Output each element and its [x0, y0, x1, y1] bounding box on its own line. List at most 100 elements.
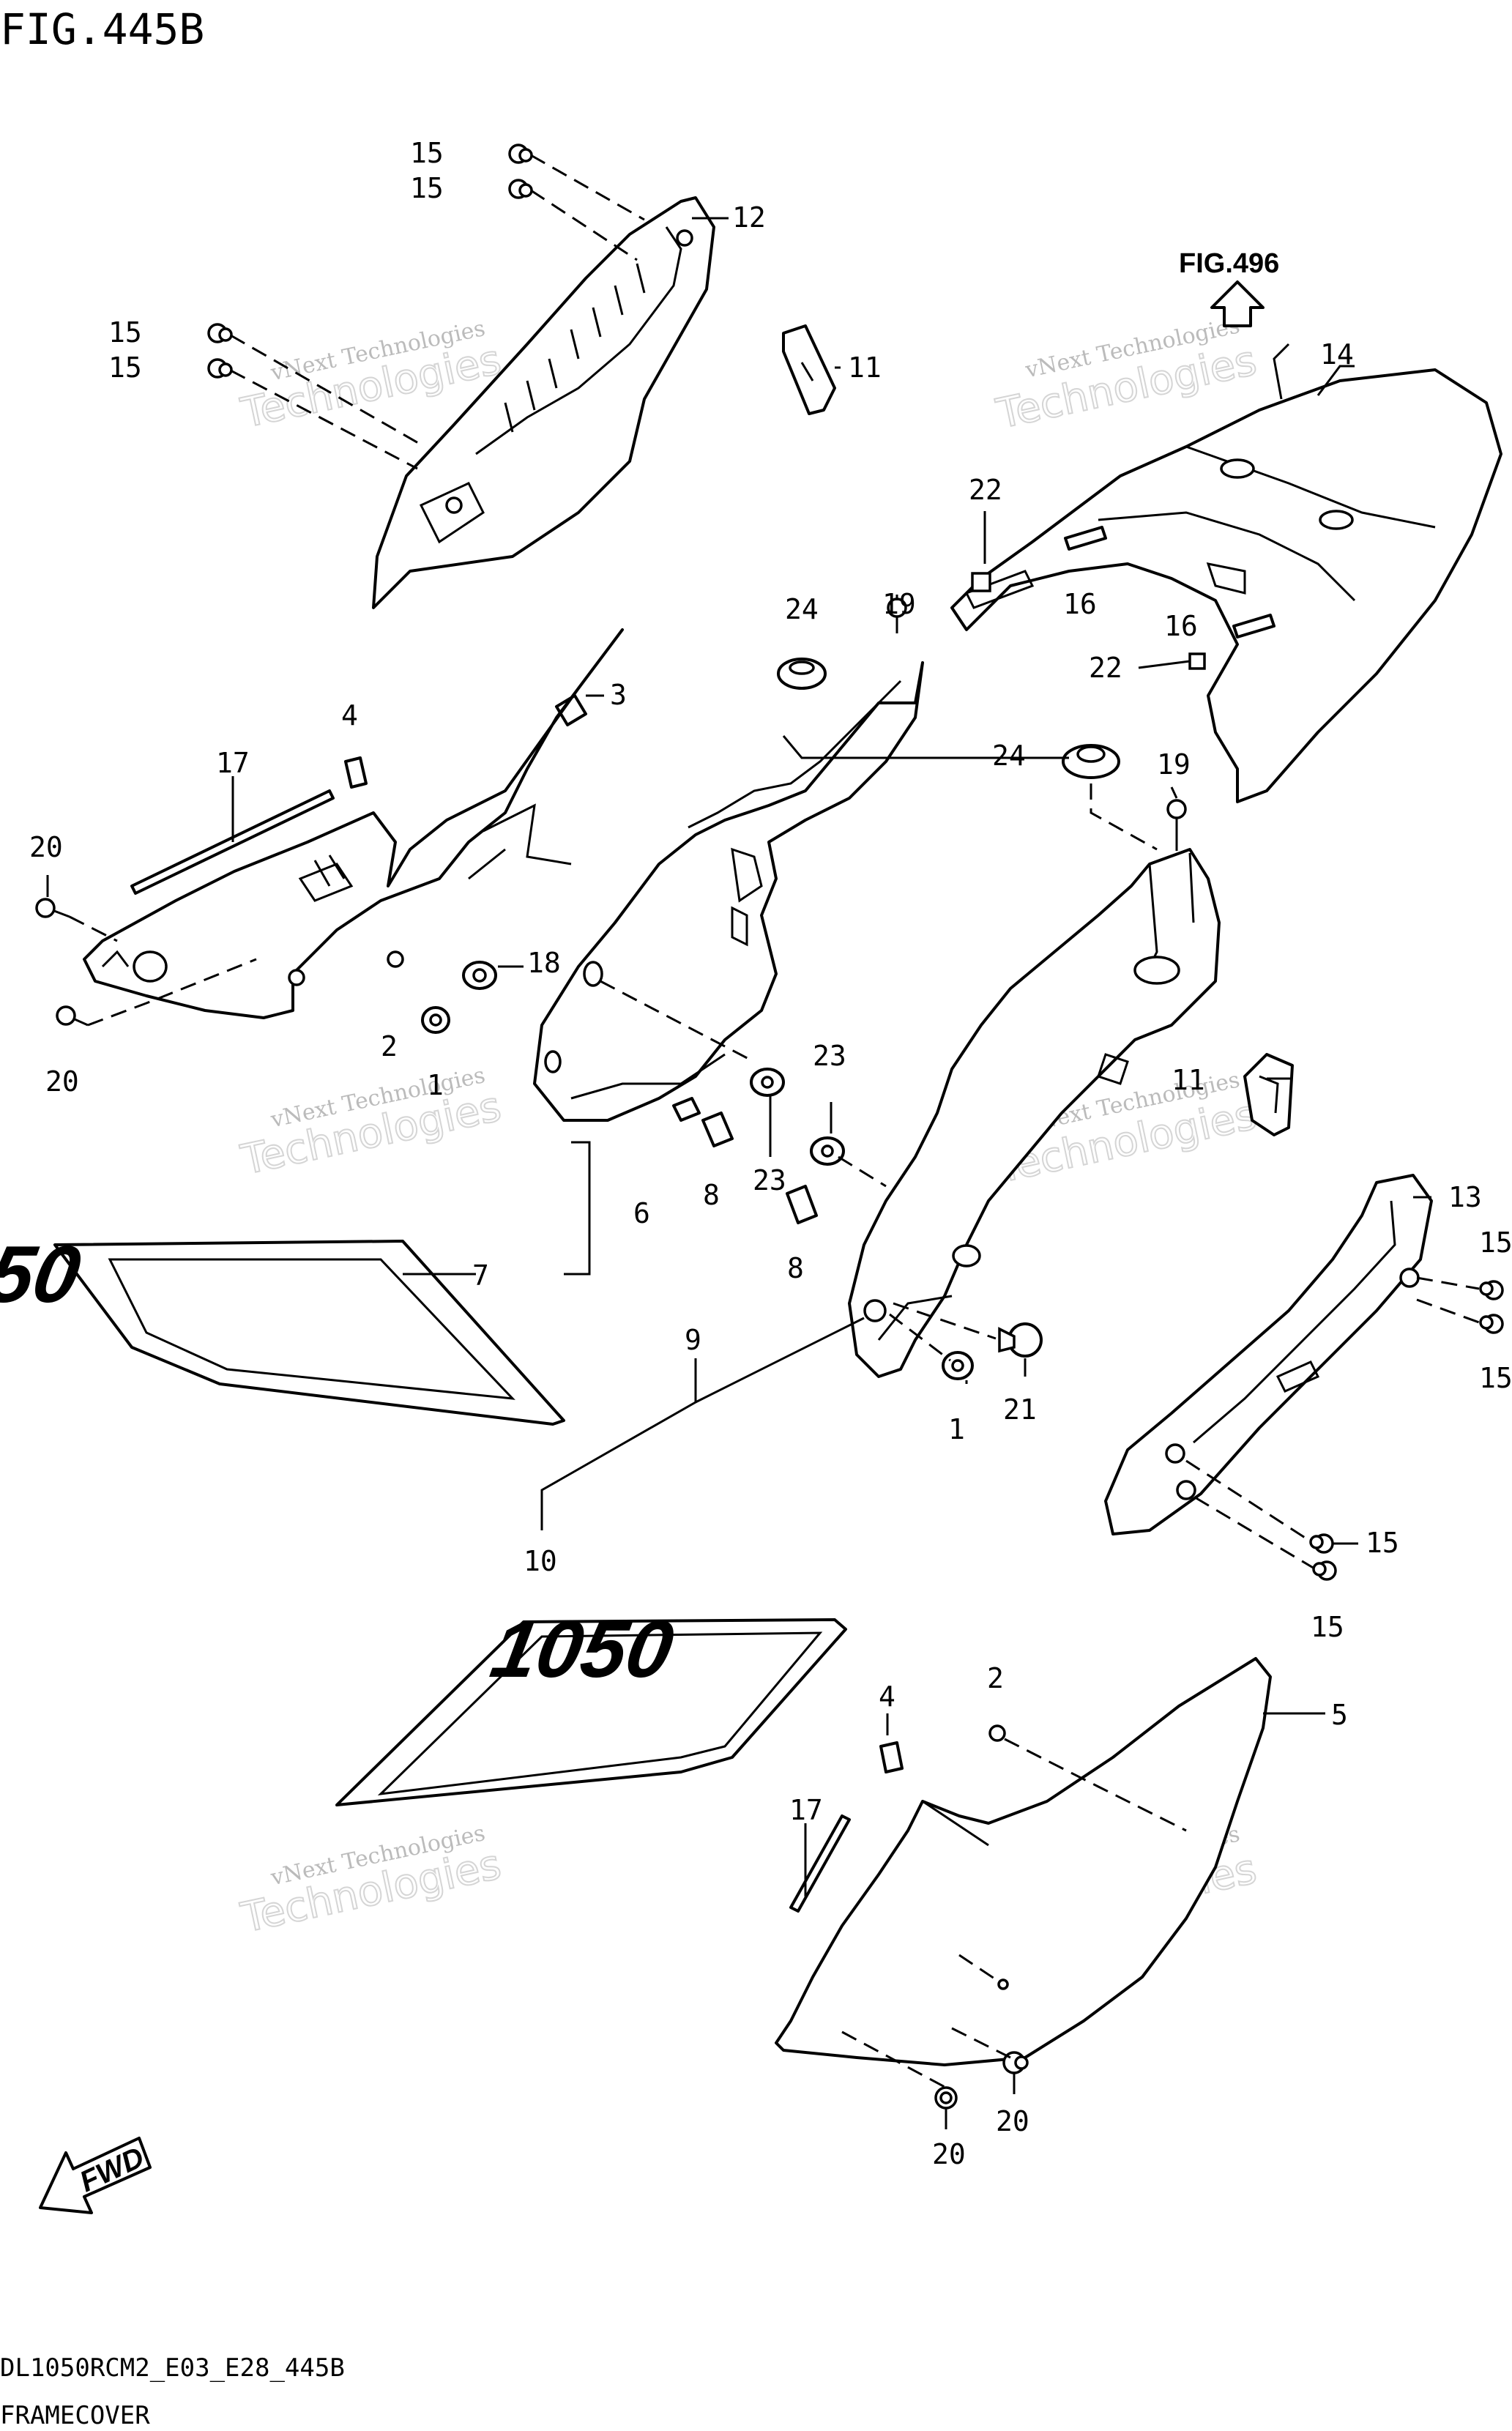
bolt-15-h — [1312, 1560, 1337, 1581]
part-8-spacer-a — [701, 1112, 734, 1147]
bolt-15-e — [1479, 1280, 1504, 1300]
callouts: 15 15 12 15 15 11 14 22 16 16 22 19 24 3… — [29, 137, 1512, 2170]
decal-10-logo: 1050 — [485, 1605, 679, 1694]
callout-3: 3 — [610, 679, 627, 711]
callout-23-a: 23 — [813, 1040, 846, 1072]
callout-12: 12 — [732, 201, 766, 234]
callout-20-a: 20 — [29, 831, 63, 863]
part-23-washer-b — [810, 1136, 845, 1166]
figure-title: FIG.445B — [0, 4, 204, 54]
callout-10: 10 — [524, 1545, 557, 1577]
callout-22-a: 22 — [969, 474, 1002, 506]
callout-23-b: 23 — [753, 1164, 786, 1196]
callout-15-g: 15 — [1366, 1527, 1399, 1559]
decal-7-logo: 1050 — [0, 1230, 87, 1319]
leader-lines — [46, 217, 1431, 2129]
callout-5: 5 — [1331, 1699, 1348, 1731]
part-2-screw-a — [387, 950, 404, 968]
callout-15-a: 15 — [410, 137, 444, 169]
fwd-arrow-icon: FWD — [39, 2137, 152, 2214]
part-11-pad-right — [1243, 1053, 1294, 1136]
callout-16-a: 16 — [1063, 588, 1097, 620]
part-4-clip-b — [879, 1741, 904, 1773]
callout-15-e: 15 — [1479, 1226, 1512, 1259]
callout-13: 13 — [1448, 1181, 1482, 1213]
figure-caption: FRAMECOVER — [0, 2401, 150, 2430]
callout-2-a: 2 — [381, 1030, 398, 1062]
part-16-strip-b — [1232, 614, 1275, 639]
callout-20-d: 20 — [932, 2138, 966, 2170]
bolt-15-b — [508, 179, 533, 199]
bolt-15-f — [1479, 1314, 1504, 1334]
part-4-clip-a — [344, 756, 368, 789]
bolt-15-a — [508, 144, 533, 164]
callout-7: 7 — [472, 1259, 489, 1292]
part-21-rivet — [998, 1322, 1043, 1358]
callout-21: 21 — [1003, 1393, 1037, 1426]
leader-part-14-sub — [1273, 343, 1290, 400]
callout-1-a: 1 — [427, 1069, 444, 1101]
watermark-mid-left: vNext Technologies Technologies — [237, 1062, 506, 1185]
callout-14: 14 — [1320, 338, 1354, 371]
callout-19-b: 19 — [1157, 748, 1191, 781]
bolt-15-c — [207, 323, 233, 343]
callout-1-b: 1 — [948, 1413, 965, 1445]
callout-20-b: 20 — [45, 1065, 79, 1098]
bolt-15-d — [207, 358, 233, 379]
clip-22-a — [971, 572, 991, 592]
part-16-strip-a — [1064, 526, 1107, 551]
part-1-grommet-b — [942, 1351, 974, 1380]
callout-17-a: 17 — [216, 747, 250, 779]
callout-8-b: 8 — [787, 1252, 804, 1284]
grommet-24-a — [777, 658, 827, 690]
screw-20-b — [56, 1005, 89, 1027]
screw-20-a — [35, 898, 70, 918]
callout-18: 18 — [527, 947, 561, 979]
part-23-washer-a — [750, 1068, 785, 1097]
callout-15-b: 15 — [410, 172, 444, 204]
callout-6: 6 — [633, 1197, 650, 1229]
callout-15-c: 15 — [108, 316, 142, 349]
part-13-bracket — [1104, 1174, 1433, 1535]
part-8-spacer-b — [786, 1185, 818, 1224]
callout-8-a: 8 — [703, 1179, 720, 1211]
watermark-bottom-left: vNext Technologies Technologies — [237, 1820, 506, 1943]
grommet-24-b — [1062, 744, 1120, 779]
bolt-15-g — [1309, 1533, 1334, 1554]
callout-9: 9 — [685, 1324, 701, 1356]
callout-15-h: 15 — [1311, 1611, 1344, 1643]
part-1-grommet-a — [421, 1006, 450, 1034]
part-8-spacer-c — [672, 1097, 701, 1122]
screw-20-d — [934, 2086, 958, 2110]
callout-2-b: 2 — [987, 1662, 1004, 1694]
decal-10-lower: 1050 — [335, 1605, 847, 1806]
screw-19-b — [1166, 799, 1187, 835]
svg-text:FIG.496: FIG.496 — [1179, 248, 1279, 279]
callout-15-f: 15 — [1479, 1362, 1512, 1394]
part-5-side-cover — [775, 1657, 1272, 2066]
callout-17-b: 17 — [789, 1794, 823, 1826]
callout-11-a: 11 — [848, 351, 882, 384]
part-14-rear-cover — [950, 368, 1502, 803]
part-9-frame-cover — [848, 848, 1221, 1378]
left-side-cover — [83, 628, 624, 1019]
callout-24-b: 24 — [992, 740, 1026, 772]
part-17-strip-b — [789, 1814, 851, 1913]
callout-24-a: 24 — [785, 593, 819, 625]
part-11-pad-top — [782, 324, 836, 415]
fig-496-reference: FIG.496 — [1179, 248, 1279, 327]
callout-22-b: 22 — [1089, 652, 1122, 684]
callout-4-b: 4 — [879, 1680, 895, 1713]
part-12-bracket — [372, 196, 715, 609]
part-18-grommet — [462, 961, 497, 990]
screw-20-c — [1002, 2051, 1029, 2074]
watermark-top-right: vNext Technologies Technologies — [991, 313, 1261, 439]
part-6-frame-cover — [533, 661, 924, 1122]
callout-4-a: 4 — [341, 699, 358, 731]
decal-7-upper: 1050 — [0, 1230, 565, 1426]
callout-15-d: 15 — [108, 351, 142, 384]
callout-19-a: 19 — [882, 588, 916, 620]
clip-22-b — [1188, 652, 1206, 670]
part-2-screw-b — [988, 1724, 1006, 1742]
